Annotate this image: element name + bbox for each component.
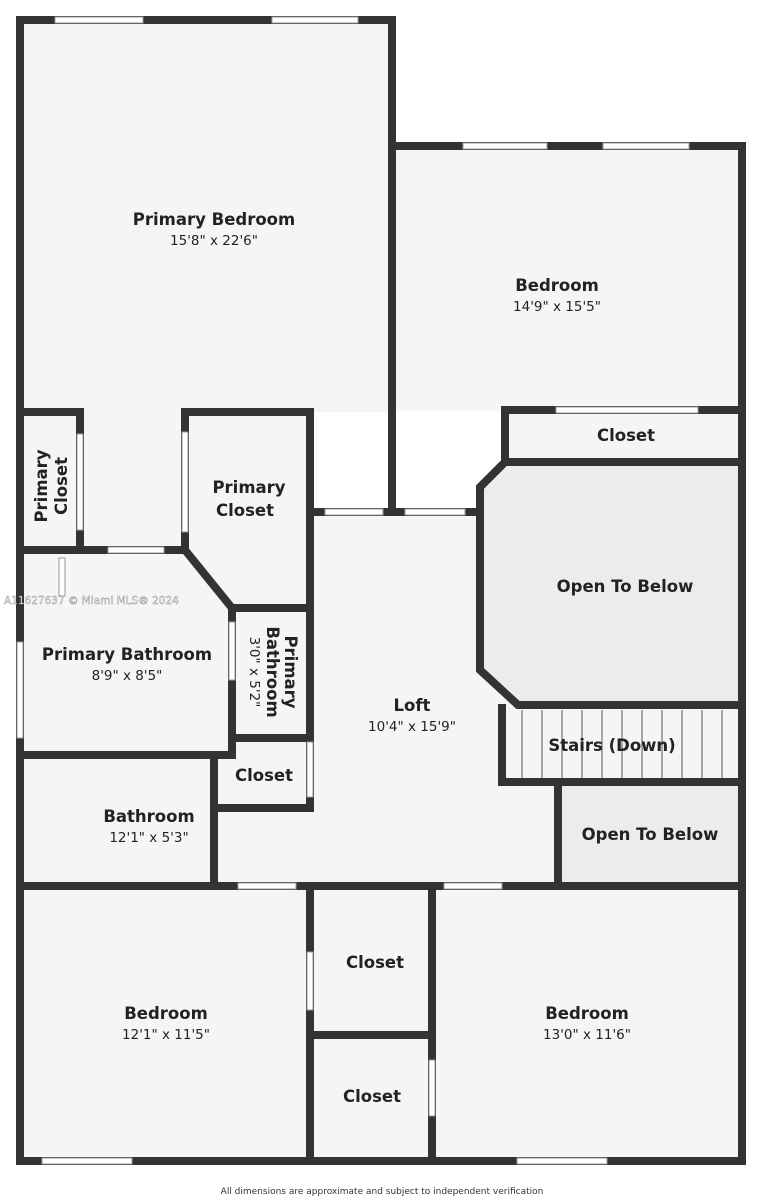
room-stairs: Stairs (Down) [548,736,675,755]
room-name-line1: Primary [212,478,285,497]
room-closet-mid: Closet [235,766,293,785]
room-open-to-below-1: Open To Below [557,577,694,596]
room-dimensions: 12'1" x 5'3" [109,830,188,846]
room-name-line1: Primary [32,449,51,522]
room-name: Closet [235,766,293,785]
room-name: Open To Below [557,577,694,596]
watermark: A11627637 © Miami MLS® 2024 [4,595,179,607]
room-name: Open To Below [582,825,719,844]
room-name: Closet [346,953,404,972]
room-dimensions: 12'1" x 11'5" [122,1027,210,1043]
room-primary-bathroom-small: Primary Bathroom 3'0" x 5'2" [246,626,300,717]
room-dimensions: 15'8" x 22'6" [170,233,258,249]
room-name: Primary Bathroom [42,645,212,664]
room-closet-northeast: Closet [597,426,655,445]
room-closet-south-1: Closet [346,953,404,972]
room-name: Bathroom [103,807,194,826]
room-name: Closet [597,426,655,445]
stair-treads [521,710,723,780]
room-open-to-below-2: Open To Below [582,825,719,844]
room-name-line2: Closet [52,457,71,515]
room-name-line2: Bathroom [263,626,282,717]
room-name-line1: Primary [281,635,300,708]
room-dimensions: 3'0" x 5'2" [246,637,262,708]
room-bedroom-southeast: Bedroom 13'0" x 11'6" [543,1004,631,1043]
room-dimensions: 13'0" x 11'6" [543,1027,631,1043]
room-name: Closet [343,1087,401,1106]
room-dimensions: 8'9" x 8'5" [92,668,163,684]
room-bedroom-northeast: Bedroom 14'9" x 15'5" [513,276,601,315]
room-primary-closet: Primary Closet [212,478,285,520]
room-name: Bedroom [545,1004,629,1023]
windows [16,16,699,1165]
room-name: Primary Bedroom [133,210,295,229]
room-bathroom: Bathroom 12'1" x 5'3" [103,807,194,846]
room-name: Bedroom [515,276,599,295]
footer-note: All dimensions are approximate and subje… [221,1187,544,1197]
room-primary-closet-small: Primary Closet [32,449,71,522]
room-loft: Loft 10'4" x 15'9" [368,696,456,735]
room-bedroom-southwest: Bedroom 12'1" x 11'5" [122,1004,210,1043]
room-name: Bedroom [124,1004,208,1023]
room-closet-south-2: Closet [343,1087,401,1106]
room-name: Loft [394,696,431,715]
room-dimensions: 14'9" x 15'5" [513,299,601,315]
room-primary-bedroom: Primary Bedroom 15'8" x 22'6" [133,210,295,249]
room-primary-bathroom: Primary Bathroom 8'9" x 8'5" [42,645,212,684]
open-to-below-area [480,462,742,705]
room-name-line2: Closet [216,501,274,520]
room-name: Stairs (Down) [548,736,675,755]
floor-fills [20,20,742,1161]
room-dimensions: 10'4" x 15'9" [368,719,456,735]
